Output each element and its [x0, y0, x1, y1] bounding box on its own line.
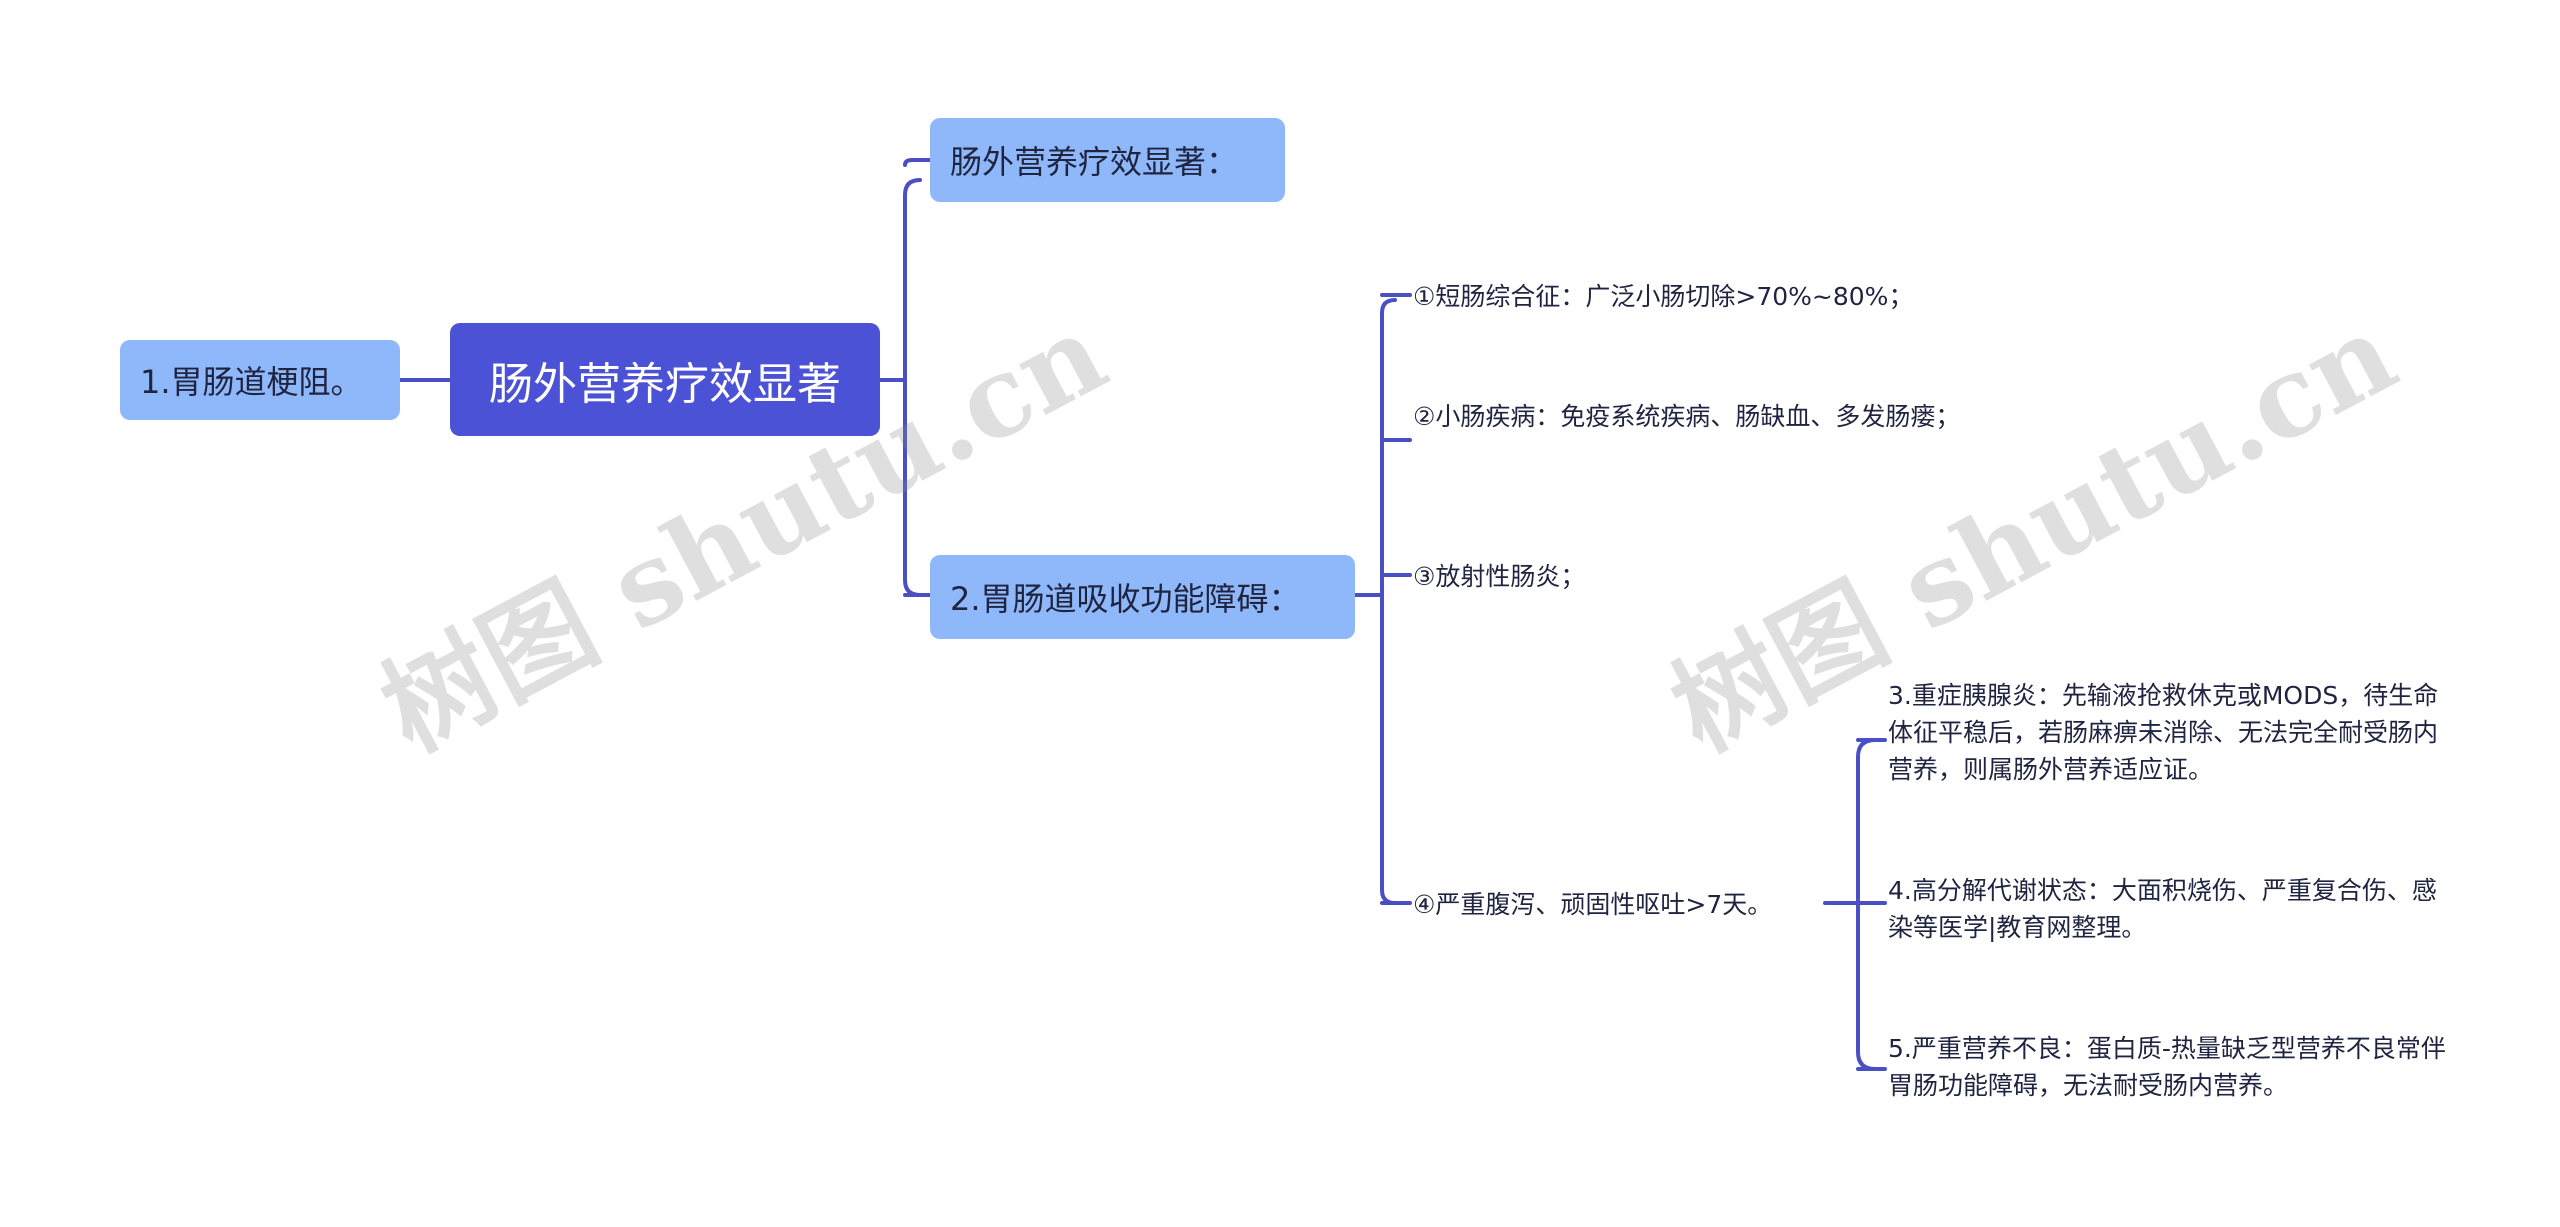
connector-root-branches: [878, 158, 932, 597]
item-label: 3.重症胰腺炎：先输液抢救休克或MODS，待生命体征平稳后，若肠麻痹未消除、无法…: [1888, 681, 2439, 784]
sub-item-hypercatabolism[interactable]: 4.高分解代谢状态：大面积烧伤、严重复合伤、感染等医学|教育网整理。: [1888, 872, 2453, 952]
branch-label: 2.胃肠道吸收功能障碍：: [950, 580, 1301, 618]
sub-item-malnutrition[interactable]: 5.严重营养不良：蛋白质-热量缺乏型营养不良常伴胃肠功能障碍，无法耐受肠内营养。: [1888, 1030, 2453, 1110]
absorption-item-1[interactable]: ①短肠综合征：广泛小肠切除>70%~80%；: [1413, 276, 1973, 316]
branch-node-absorption[interactable]: 2.胃肠道吸收功能障碍：: [930, 555, 1355, 639]
branch-node-parenteral[interactable]: 肠外营养疗效显著：: [930, 118, 1285, 202]
absorption-item-3[interactable]: ③放射性肠炎；: [1413, 556, 1713, 596]
root-label: 肠外营养疗效显著: [489, 358, 841, 410]
item-label: 5.严重营养不良：蛋白质-热量缺乏型营养不良常伴胃肠功能障碍，无法耐受肠内营养。: [1888, 1034, 2446, 1100]
absorption-item-4[interactable]: ④严重腹泻、顽固性呕吐>7天。: [1413, 884, 1825, 924]
absorption-item-2[interactable]: ②小肠疾病：免疫系统疾病、肠缺血、多发肠瘘；: [1413, 398, 1983, 478]
item-label: ④严重腹泻、顽固性呕吐>7天。: [1413, 889, 1773, 919]
item-label: ③放射性肠炎；: [1413, 561, 1586, 591]
left-item-label: 1.胃肠道梗阻。: [140, 363, 363, 401]
branch-label: 肠外营养疗效显著：: [950, 143, 1239, 181]
left-item-node[interactable]: 1.胃肠道梗阻。: [120, 340, 400, 420]
sub-item-pancreatitis[interactable]: 3.重症胰腺炎：先输液抢救休克或MODS，待生命体征平稳后，若肠麻痹未消除、无法…: [1888, 677, 2453, 797]
connector-item4-subs: [1823, 738, 1887, 1071]
connector-branch-items: [1353, 293, 1412, 905]
root-node[interactable]: 肠外营养疗效显著: [450, 323, 880, 436]
item-label: 4.高分解代谢状态：大面积烧伤、严重复合伤、感染等医学|教育网整理。: [1888, 876, 2437, 942]
item-label: ①短肠综合征：广泛小肠切除>70%~80%；: [1413, 281, 1914, 311]
item-label: ②小肠疾病：免疫系统疾病、肠缺血、多发肠瘘；: [1413, 402, 1961, 431]
